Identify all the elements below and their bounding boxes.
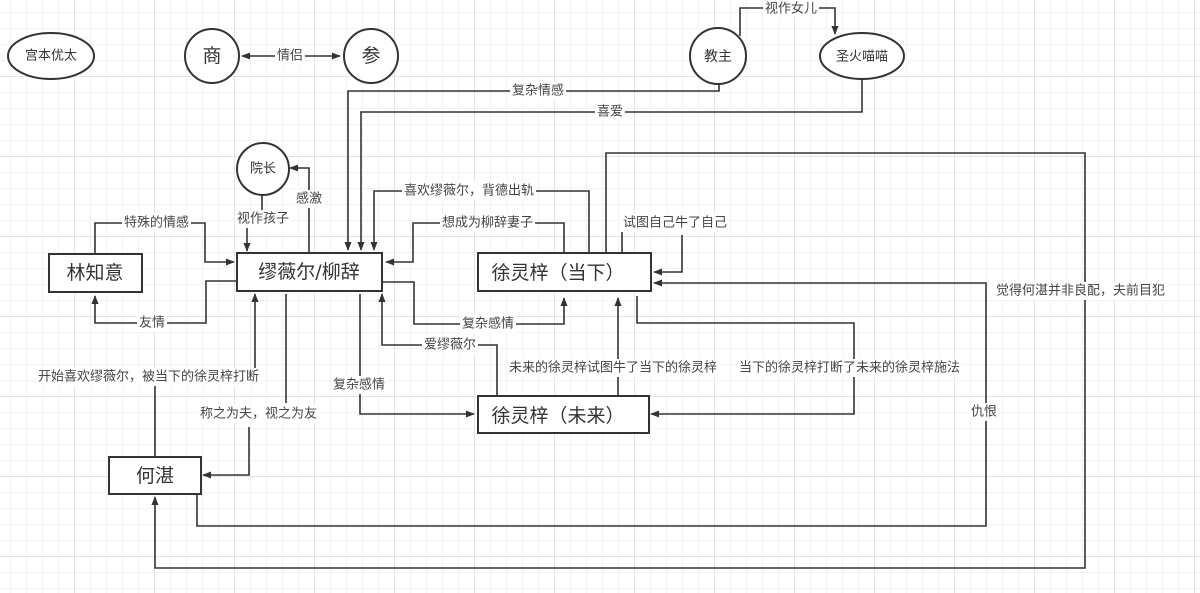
edge-label: 爱缪薇尔 <box>424 337 476 353</box>
node-miyamoto[interactable]: 宫本优太 <box>7 32 95 80</box>
edge-hezhan-xunow[interactable]: 仇恨 <box>196 279 1000 527</box>
edge-miaoweier-xunow[interactable]: 复杂感情 <box>382 281 568 333</box>
edge-label: 复杂感情 <box>333 377 385 393</box>
edge-miaoweier-xufuture[interactable]: 复杂感情 <box>331 294 475 418</box>
node-label: 教主 <box>704 49 732 65</box>
node-label: 徐灵梓（未来） <box>491 405 624 427</box>
node-label: 徐灵梓（当下） <box>491 262 624 284</box>
edge-label: 情侣 <box>277 49 303 64</box>
node-label: 商 <box>202 45 221 67</box>
node-xu-future[interactable]: 徐灵梓（未来） <box>477 395 650 434</box>
node-hezhan[interactable]: 何湛 <box>108 456 202 495</box>
node-label: 院长 <box>250 162 276 177</box>
nodes: 宫本优太 商 参 教主 圣火喵喵 院长 林知意 缪薇尔/柳辞 <box>7 27 905 495</box>
node-shang[interactable]: 商 <box>184 28 240 84</box>
node-label: 何湛 <box>136 465 174 487</box>
node-linzhiyi[interactable]: 林知意 <box>48 253 143 293</box>
node-label: 参 <box>361 45 380 67</box>
edge-label: 当下的徐灵梓打断了未来的徐灵梓施法 <box>739 360 960 376</box>
edge-label: 仇恨 <box>971 405 997 420</box>
edge-linzhiyi-miaoweier[interactable]: 特殊的情感 <box>94 214 235 266</box>
edge-jiaozhu-shenghuo[interactable]: 视作女儿 <box>739 0 839 36</box>
node-yuanzhang[interactable]: 院长 <box>236 142 290 196</box>
edge-xunow-self[interactable]: 试图自己牛了自己 <box>621 214 730 272</box>
node-label: 林知意 <box>66 262 123 284</box>
edge-label: 视作孩子 <box>237 212 289 227</box>
edge-jiaozhu-miaoweier[interactable]: 复杂情感 <box>344 82 720 251</box>
edge-label: 未来的徐灵梓试图牛了当下的徐灵梓 <box>509 360 717 376</box>
node-label: 宫本优太 <box>25 49 77 64</box>
edge-xufuture-xunow[interactable]: 未来的徐灵梓试图牛了当下的徐灵梓 <box>507 297 720 396</box>
edge-label: 称之为夫，视之为友 <box>200 406 317 422</box>
edge-xunow-hezhan[interactable]: 觉得何湛并非良配，夫前目犯 <box>151 152 1168 569</box>
edge-hezhan-miaoweier[interactable]: 开始喜欢缪薇尔，被当下的徐灵梓打断 <box>36 294 261 456</box>
node-shenghuo[interactable]: 圣火喵喵 <box>819 32 905 80</box>
edge-xufuture-miaoweier[interactable]: 爱缪薇尔 <box>378 293 498 396</box>
edge-miaoweier-yuanzhang[interactable]: 感激 <box>289 164 325 253</box>
edge-label: 复杂情感 <box>512 83 564 99</box>
edge-label: 开始喜欢缪薇尔，被当下的徐灵梓打断 <box>38 369 259 385</box>
edge-shang-shen[interactable]: 情侣 <box>241 47 341 65</box>
node-miaoweier[interactable]: 缪薇尔/柳辞 <box>236 252 383 292</box>
edge-yuanzhang-miaoweier[interactable]: 视作孩子 <box>235 193 292 252</box>
edge-xunow-miaoweier-1[interactable]: 喜欢缪薇尔，背德出轨 <box>370 182 590 253</box>
edge-label: 特殊的情感 <box>124 215 189 231</box>
edge-label: 觉得何湛并非良配，夫前目犯 <box>996 283 1165 299</box>
edge-xunow-xufuture[interactable]: 当下的徐灵梓打断了未来的徐灵梓施法 <box>636 296 963 418</box>
edges: 情侣 视作女儿 复杂情感 喜爱 感激 视作孩子 <box>36 0 1168 569</box>
node-label: 缪薇尔/柳辞 <box>258 261 359 283</box>
edge-label: 试图自己牛了自己 <box>623 216 727 231</box>
edge-label: 友情 <box>139 315 165 331</box>
edge-label: 视作女儿 <box>765 1 817 17</box>
edge-shenghuo-miaoweier[interactable]: 喜爱 <box>357 79 863 251</box>
edge-label: 感激 <box>296 191 322 207</box>
edge-xunow-miaoweier-2[interactable]: 想成为柳辞妻子 <box>385 214 565 266</box>
edge-label: 想成为柳辞妻子 <box>442 215 533 231</box>
node-label: 圣火喵喵 <box>836 50 888 65</box>
node-shen[interactable]: 参 <box>343 28 399 84</box>
edge-label: 复杂感情 <box>462 316 514 332</box>
node-jiaozhu[interactable]: 教主 <box>689 27 747 85</box>
edge-miaoweier-hezhan[interactable]: 称之为夫，视之为友 <box>198 294 320 475</box>
node-xu-now[interactable]: 徐灵梓（当下） <box>477 252 652 292</box>
edge-label: 喜爱 <box>597 105 623 120</box>
edge-label: 喜欢缪薇尔，背德出轨 <box>404 183 534 199</box>
edge-miaoweier-linzhiyi[interactable]: 友情 <box>91 280 237 332</box>
